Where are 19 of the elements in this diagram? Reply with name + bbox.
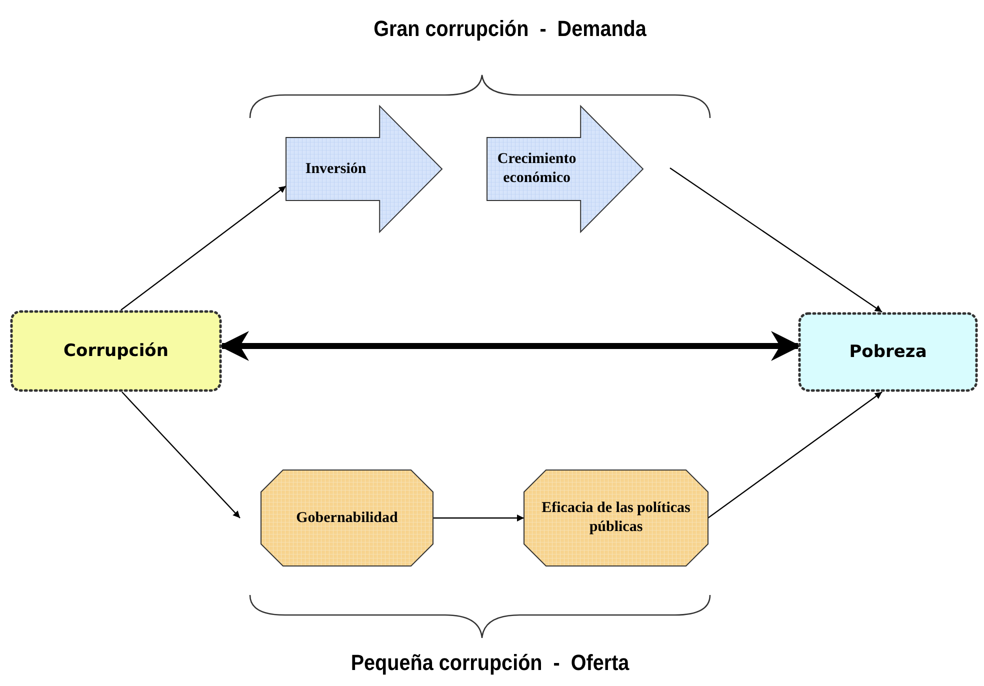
octagon-box bbox=[524, 470, 708, 566]
arrow bbox=[433, 514, 524, 522]
node-label: Corrupción bbox=[64, 341, 168, 361]
arrow bbox=[670, 168, 882, 312]
block-arrow bbox=[286, 106, 442, 232]
node-label: Gobernabilidad bbox=[296, 508, 398, 528]
process-box bbox=[798, 312, 978, 392]
block-arrow bbox=[487, 106, 643, 232]
node-label: Eficacia de las políticas públicas bbox=[540, 499, 692, 537]
node-label: Crecimiento económico bbox=[496, 150, 578, 188]
arrow bbox=[122, 392, 240, 518]
section-heading: Gran corrupción - Demanda bbox=[372, 16, 648, 42]
node-label: Pobreza bbox=[849, 342, 927, 362]
section-heading: Pequeña corrupción - Oferta bbox=[350, 650, 630, 676]
arrow bbox=[708, 392, 882, 518]
node-label: Inversión bbox=[305, 160, 366, 178]
arrow bbox=[120, 186, 286, 310]
octagon-box bbox=[261, 470, 433, 566]
process-box bbox=[10, 310, 222, 392]
